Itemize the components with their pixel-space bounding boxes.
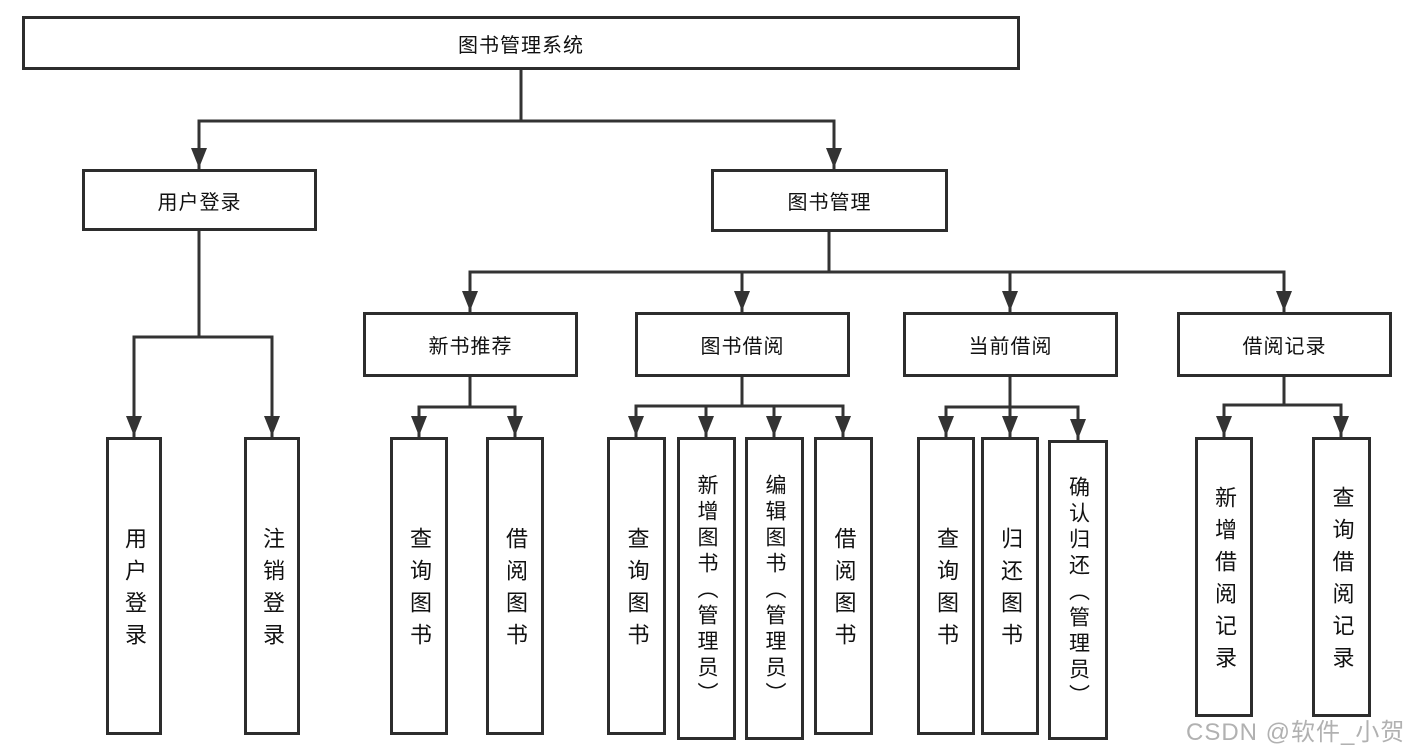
- leaf-newbooks-query-label: 查询图书: [407, 527, 432, 655]
- leaf-current-confirm: 确认归还（管理员）: [1048, 440, 1108, 740]
- leaf-user-login: 用户登录: [106, 437, 162, 735]
- connector-new-books: [411, 375, 523, 438]
- leaf-newbooks-borrow: 借阅图书: [486, 437, 544, 735]
- node-user-login-label: 用户登录: [157, 191, 242, 214]
- leaf-records-query-label: 查询借阅记录: [1329, 486, 1355, 678]
- leaf-borrow-edit: 编辑图书（管理员）: [745, 437, 804, 740]
- leaf-newbooks-borrow-label: 借阅图书: [503, 527, 528, 655]
- node-borrow-records-label: 借阅记录: [1242, 336, 1327, 358]
- node-new-books-label: 新书推荐: [428, 336, 513, 358]
- leaf-records-query: 查询借阅记录: [1312, 437, 1371, 717]
- leaf-current-return: 归还图书: [981, 437, 1039, 735]
- connector-root: [191, 68, 842, 170]
- node-current-borrow-label: 当前借阅: [968, 336, 1053, 358]
- node-book-mgmt: 图书管理: [711, 169, 948, 232]
- leaf-borrow-query-label: 查询图书: [624, 527, 650, 655]
- leaf-newbooks-query: 查询图书: [390, 437, 448, 735]
- node-borrow-records: 借阅记录: [1177, 312, 1392, 377]
- watermark: CSDN @软件_小贺同学: [1186, 719, 1405, 746]
- node-root-label: 图书管理系统: [458, 34, 584, 57]
- node-user-login: 用户登录: [82, 169, 317, 231]
- leaf-borrow-edit-label: 编辑图书（管理员）: [763, 474, 786, 708]
- leaf-records-add: 新增借阅记录: [1195, 437, 1253, 717]
- leaf-user-login-label: 用户登录: [122, 527, 147, 655]
- leaf-records-add-label: 新增借阅记录: [1212, 486, 1237, 678]
- connector-book-borrow: [628, 375, 851, 438]
- leaf-borrow-borrow-label: 借阅图书: [831, 527, 857, 655]
- node-current-borrow: 当前借阅: [903, 312, 1118, 377]
- node-book-borrow-label: 图书借阅: [700, 336, 785, 358]
- leaf-borrow-add: 新增图书（管理员）: [677, 437, 736, 740]
- leaf-borrow-borrow: 借阅图书: [814, 437, 873, 735]
- node-new-books: 新书推荐: [363, 312, 578, 377]
- leaf-current-query-label: 查询图书: [934, 527, 959, 655]
- connector-current-borrow: [938, 375, 1086, 441]
- leaf-logout: 注销登录: [244, 437, 300, 735]
- node-book-mgmt-label: 图书管理: [787, 192, 872, 214]
- connector-book-mgmt: [462, 230, 1292, 313]
- leaf-borrow-add-label: 新增图书（管理员）: [695, 474, 718, 708]
- leaf-borrow-query: 查询图书: [607, 437, 666, 735]
- connector-borrow-records: [1216, 375, 1349, 438]
- leaf-current-query: 查询图书: [917, 437, 975, 735]
- node-root: 图书管理系统: [22, 16, 1020, 70]
- node-book-borrow: 图书借阅: [635, 312, 850, 377]
- leaf-logout-label: 注销登录: [260, 527, 285, 655]
- connector-user-login: [126, 229, 280, 438]
- leaf-current-confirm-label: 确认归还（管理员）: [1066, 475, 1090, 710]
- leaf-current-return-label: 归还图书: [998, 527, 1023, 655]
